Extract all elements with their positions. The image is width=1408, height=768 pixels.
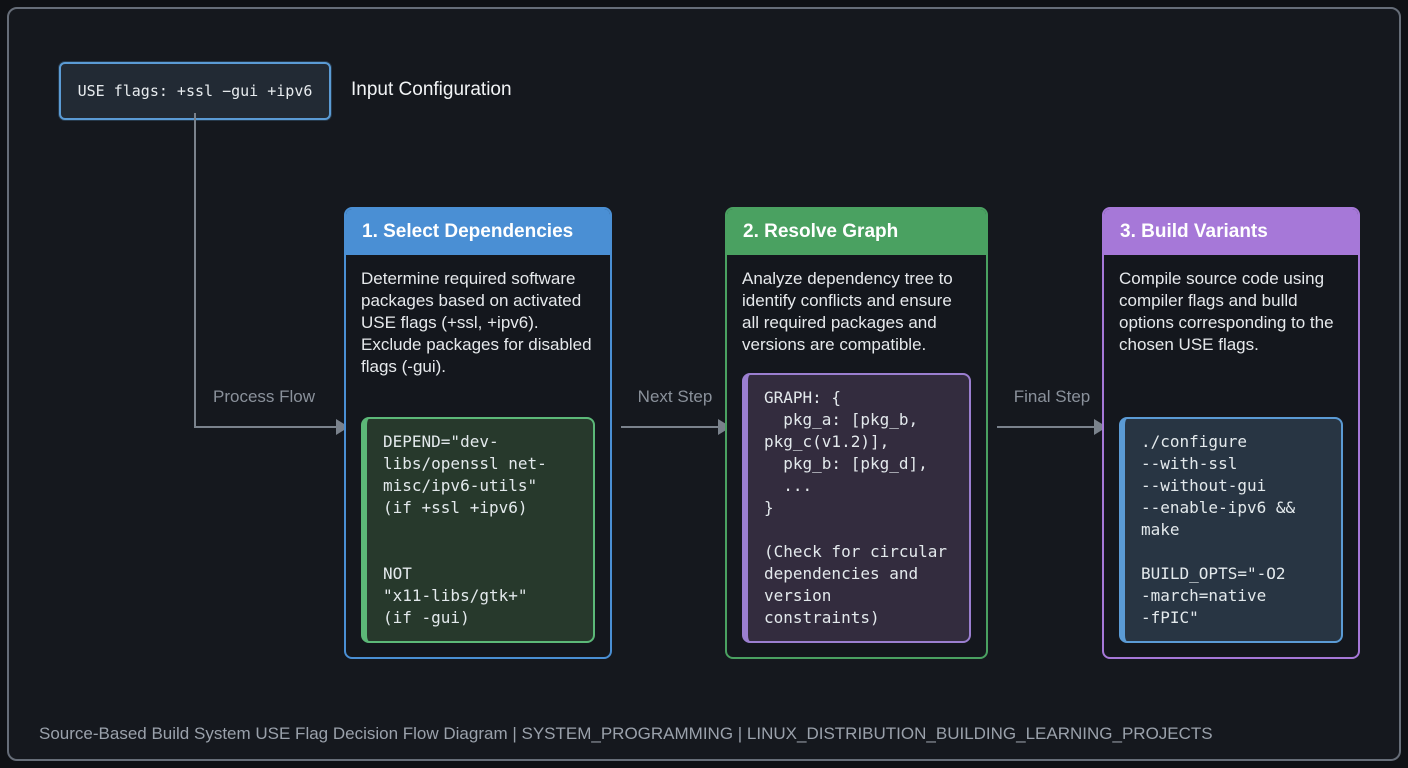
final-step-label: Final Step: [1013, 387, 1091, 406]
card-resolve-graph-body: Analyze dependency tree to identify conf…: [727, 255, 986, 657]
card-build-variants-title: 3. Build Variants: [1104, 209, 1358, 255]
graph-code-block: GRAPH: { pkg_a: [pkg_b, pkg_c(v1.2)], pk…: [742, 373, 971, 643]
diagram-footer-caption: Source-Based Build System USE Flag Decis…: [39, 724, 1213, 743]
card-build-variants-description: Compile source code using compiler flags…: [1119, 269, 1334, 354]
next-step-label: Next Step: [637, 387, 713, 406]
final-step-line: [997, 426, 1094, 428]
card-build-variants: 3. Build Variants Compile source code us…: [1102, 207, 1360, 659]
card-resolve-graph-title: 2. Resolve Graph: [727, 209, 986, 255]
card-select-dependencies-description: Determine required software packages bas…: [361, 269, 592, 376]
card-select-dependencies-body: Determine required software packages bas…: [346, 255, 610, 657]
use-flags-input-box: USE flags: +ssl −gui +ipv6: [59, 62, 331, 120]
connector-horizontal-line: [194, 426, 336, 428]
diagram-panel: USE flags: +ssl −gui +ipv6 Input Configu…: [7, 7, 1401, 761]
card-build-variants-body: Compile source code using compiler flags…: [1104, 255, 1358, 657]
card-select-dependencies: 1. Select Dependencies Determine require…: [344, 207, 612, 659]
connector-vertical-line: [194, 113, 196, 428]
card-select-dependencies-title: 1. Select Dependencies: [346, 209, 610, 255]
depend-code-block: DEPEND="dev- libs/openssl net- misc/ipv6…: [361, 417, 595, 643]
next-step-line: [621, 426, 718, 428]
card-resolve-graph: 2. Resolve Graph Analyze dependency tree…: [725, 207, 988, 659]
process-flow-label: Process Flow: [212, 387, 316, 406]
configure-code-block: ./configure --with-ssl --without-gui --e…: [1119, 417, 1343, 643]
input-configuration-label: Input Configuration: [351, 79, 512, 100]
use-flags-text: USE flags: +ssl −gui +ipv6: [77, 82, 313, 100]
card-resolve-graph-description: Analyze dependency tree to identify conf…: [742, 269, 953, 354]
